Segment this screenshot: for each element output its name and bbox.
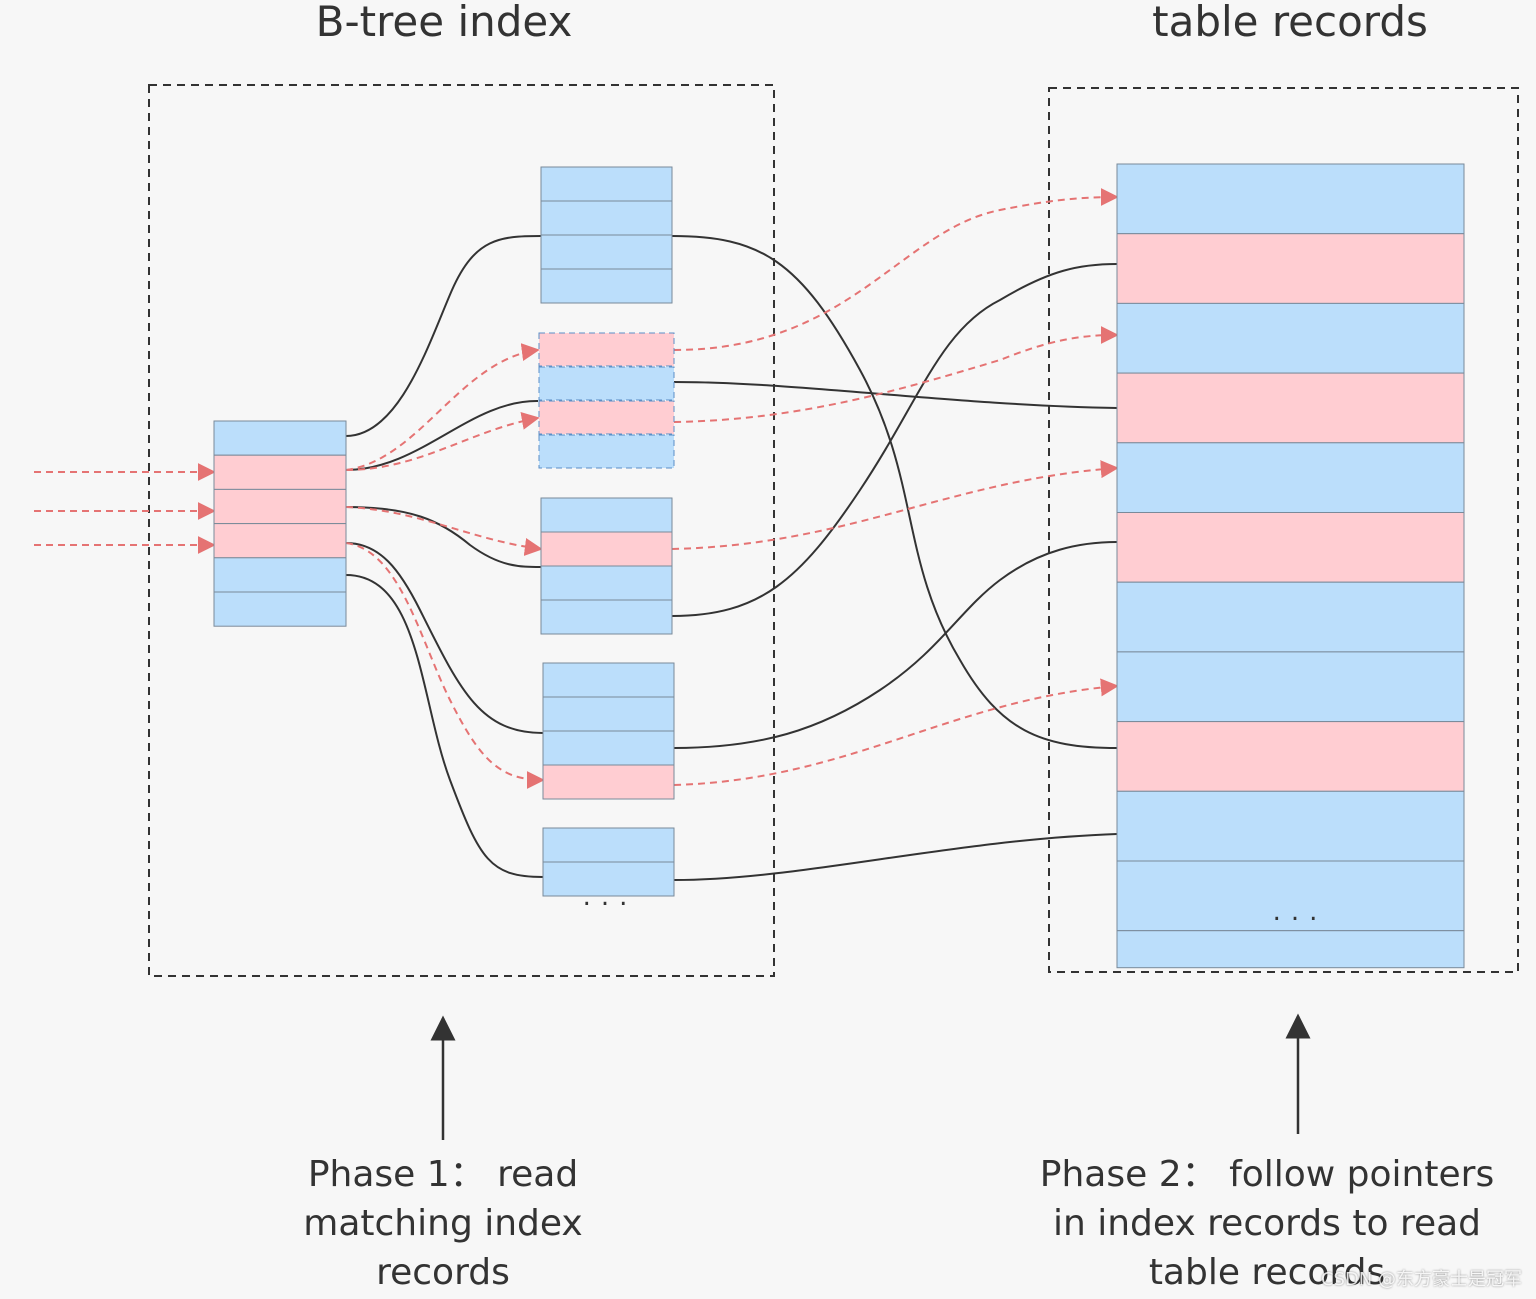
- matching-record-row: [1116, 372, 1465, 444]
- record-row: [213, 420, 347, 456]
- matching-record-row: [213, 488, 347, 525]
- record-row: [1116, 442, 1465, 513]
- leaf-node-5: [542, 827, 675, 897]
- record-row: [538, 434, 675, 469]
- record-row: [1116, 302, 1465, 374]
- record-row: [540, 268, 673, 304]
- record-row: [540, 565, 673, 601]
- leaf-node-3: [540, 497, 673, 635]
- scan-arrow: [673, 326, 1119, 423]
- matching-record-row: [538, 400, 675, 435]
- record-row: [213, 591, 347, 627]
- record-row: [542, 696, 675, 732]
- pointer-link: [345, 574, 544, 878]
- btree-index-frame: [148, 84, 775, 977]
- scan-arrow: [673, 678, 1119, 786]
- record-row: [213, 557, 347, 593]
- record-row: [1116, 790, 1465, 862]
- record-row: [1116, 651, 1465, 723]
- scan-arrow: [345, 343, 540, 471]
- index-ellipsis: ...: [582, 882, 638, 912]
- record-row: [542, 662, 675, 698]
- matching-record-row: [542, 764, 675, 800]
- phase2-caption-line: Phase 2： follow pointers: [1039, 1154, 1495, 1195]
- watermark: CSDN @东方豪士是冠军: [1320, 1269, 1522, 1290]
- matching-record-row: [538, 332, 675, 367]
- pointer-link: [673, 541, 1118, 749]
- record-row: [542, 861, 675, 897]
- record-row: [542, 827, 675, 863]
- table-records-frame: [1048, 87, 1519, 973]
- phase1-caption-line: Phase 1： read: [307, 1154, 579, 1195]
- scan-arrow: [345, 542, 545, 789]
- record-row: [540, 234, 673, 270]
- record-row: [540, 166, 673, 202]
- record-row: [1116, 581, 1465, 653]
- record-row: [1116, 930, 1465, 969]
- record-row: [540, 200, 673, 236]
- matching-record-row: [1116, 233, 1465, 304]
- phase2-caption-line: table records: [1148, 1252, 1386, 1293]
- phase2-caption-line: in index records to read: [1052, 1203, 1482, 1244]
- matching-record-row: [540, 531, 673, 567]
- record-row: [540, 497, 673, 533]
- scan-arrow: [345, 411, 540, 471]
- phase1-caption: Phase 1： read matching index records: [193, 1150, 693, 1297]
- record-row: [1116, 163, 1465, 235]
- scan-arrow: [673, 188, 1119, 351]
- record-row: [1116, 860, 1465, 932]
- record-row: [542, 730, 675, 766]
- matching-record-row: [1116, 512, 1465, 583]
- leaf-node-4: [542, 662, 675, 800]
- leaf-node-1: [540, 166, 673, 304]
- table-records-title: table records: [1152, 0, 1428, 46]
- table-records: [1116, 163, 1465, 969]
- leaf-node-2: [538, 332, 675, 469]
- record-row: [540, 599, 673, 635]
- matching-record-row: [213, 523, 347, 559]
- scan-arrow: [671, 460, 1119, 550]
- pointer-link: [671, 235, 1118, 749]
- phase1-caption-line: matching index: [303, 1203, 583, 1244]
- pointer-link: [345, 399, 539, 471]
- pointer-link: [345, 542, 544, 734]
- matching-record-row: [1116, 721, 1465, 792]
- root-node: [213, 420, 347, 627]
- pointer-link: [671, 263, 1118, 617]
- pointer-link: [673, 381, 1118, 409]
- matching-record-row: [213, 454, 347, 490]
- btree-index-title: B-tree index: [315, 0, 573, 46]
- phase2-caption: Phase 2： follow pointers in index record…: [1000, 1150, 1534, 1297]
- pointer-links: [34, 188, 1119, 881]
- pointer-link: [673, 833, 1118, 881]
- record-row: [538, 366, 675, 401]
- scan-arrow: [345, 506, 543, 556]
- record-blocks: [213, 163, 1465, 969]
- records-ellipsis: ...: [1272, 897, 1328, 927]
- pointer-link: [345, 235, 542, 437]
- pointer-link: [345, 506, 542, 568]
- phase1-caption-line: records: [376, 1252, 510, 1293]
